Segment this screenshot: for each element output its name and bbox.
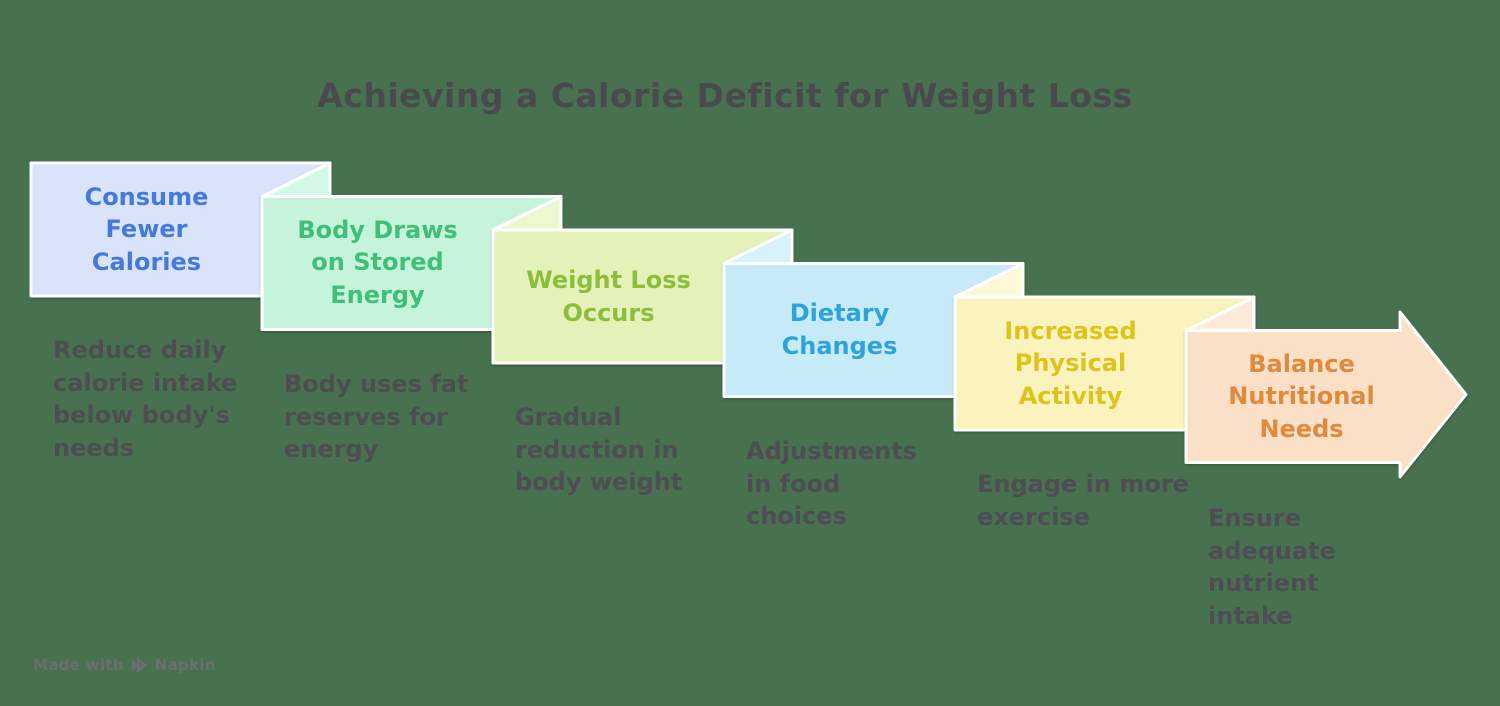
step-6-shape <box>1184 295 1468 479</box>
footer-credit: Made with Napkin <box>33 656 216 674</box>
step-4-title: Dietary Changes <box>781 299 898 360</box>
step-5-description: Engage in more exercise <box>977 470 1189 531</box>
step-6-arrow <box>1184 310 1468 479</box>
napkin-logo-icon <box>131 657 147 673</box>
step-1-description: Reduce daily calorie intake below body's… <box>53 336 238 462</box>
step-6-description: Ensure adequate nutrient intake <box>1208 504 1336 630</box>
step-2-title: Body Draws on Stored Energy <box>297 215 458 309</box>
diagram-title: Achieving a Calorie Deficit for Weight L… <box>317 76 1133 115</box>
footer-made-with-label: Made with <box>33 656 124 674</box>
step-1-title: Consume Fewer Calories <box>84 182 209 276</box>
step-6-title: Balance Nutritional Needs <box>1228 349 1375 443</box>
step-4-description: Adjustments in food choices <box>746 437 917 531</box>
step-3-description: Gradual reduction in body weight <box>515 403 683 497</box>
step-3-title: Weight Loss Occurs <box>526 266 691 327</box>
footer-brand-label: Napkin <box>154 656 216 674</box>
step-5-title: Increased Physical Activity <box>1004 316 1137 410</box>
step-2-description: Body uses fat reserves for energy <box>284 370 469 464</box>
